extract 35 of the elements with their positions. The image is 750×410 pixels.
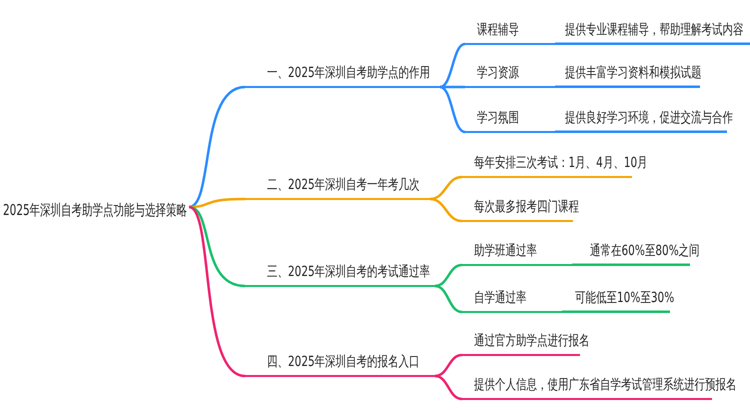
topic-label: 每次最多报考四门课程 — [474, 198, 579, 217]
description-text: 通常在60%至80%之间 — [590, 242, 700, 261]
branch-line — [434, 284, 462, 314]
topic-label: 一、2025年深圳自考助学点的作用 — [267, 64, 430, 83]
topic-label: 三、2025年深圳自考的考试通过率 — [267, 263, 430, 282]
description-text: 可能低至10%至30% — [575, 289, 674, 308]
branch-line — [434, 374, 462, 400]
topic-label: 四、2025年深圳自考的报名入口 — [267, 353, 420, 372]
topic-label: 二、2025年深圳自考一年考几次 — [267, 176, 420, 195]
branch-line — [434, 264, 462, 288]
topic-label: 通过官方助学点进行报名 — [474, 332, 590, 351]
branch-line — [440, 86, 466, 134]
branch-line — [434, 354, 462, 378]
description-text: 提供丰富学习资料和模拟试题 — [565, 64, 702, 83]
root-topic: 2025年深圳自考助学点功能与选择策略 — [3, 199, 188, 221]
branch-line — [440, 86, 465, 88]
branch-line — [188, 86, 246, 208]
description-text: 提供良好学习环境，促进交流与合作 — [565, 109, 733, 128]
branch-line — [188, 206, 246, 288]
topic-label: 提供个人信息，使用广东省自学考试管理系统进行预报名 — [474, 376, 736, 395]
topic-label: 自学通过率 — [474, 289, 526, 308]
description-text: 提供专业课程辅导，帮助理解考试内容 — [565, 21, 744, 40]
topic-label: 学习氛围 — [477, 109, 519, 128]
branch-line — [440, 42, 466, 88]
branch-line — [188, 198, 246, 208]
topic-node — [245, 261, 435, 287]
branch-line — [430, 198, 462, 222]
topic-label: 学习资源 — [477, 64, 519, 83]
topic-node — [462, 240, 572, 266]
topic-label: 课程辅导 — [477, 21, 519, 40]
branch-line — [188, 206, 246, 378]
topic-node — [462, 287, 562, 313]
branch-line — [430, 176, 462, 200]
topic-label: 助学班通过率 — [474, 242, 537, 261]
topic-label: 每年安排三次考试：1月、4月、10月 — [474, 154, 648, 173]
